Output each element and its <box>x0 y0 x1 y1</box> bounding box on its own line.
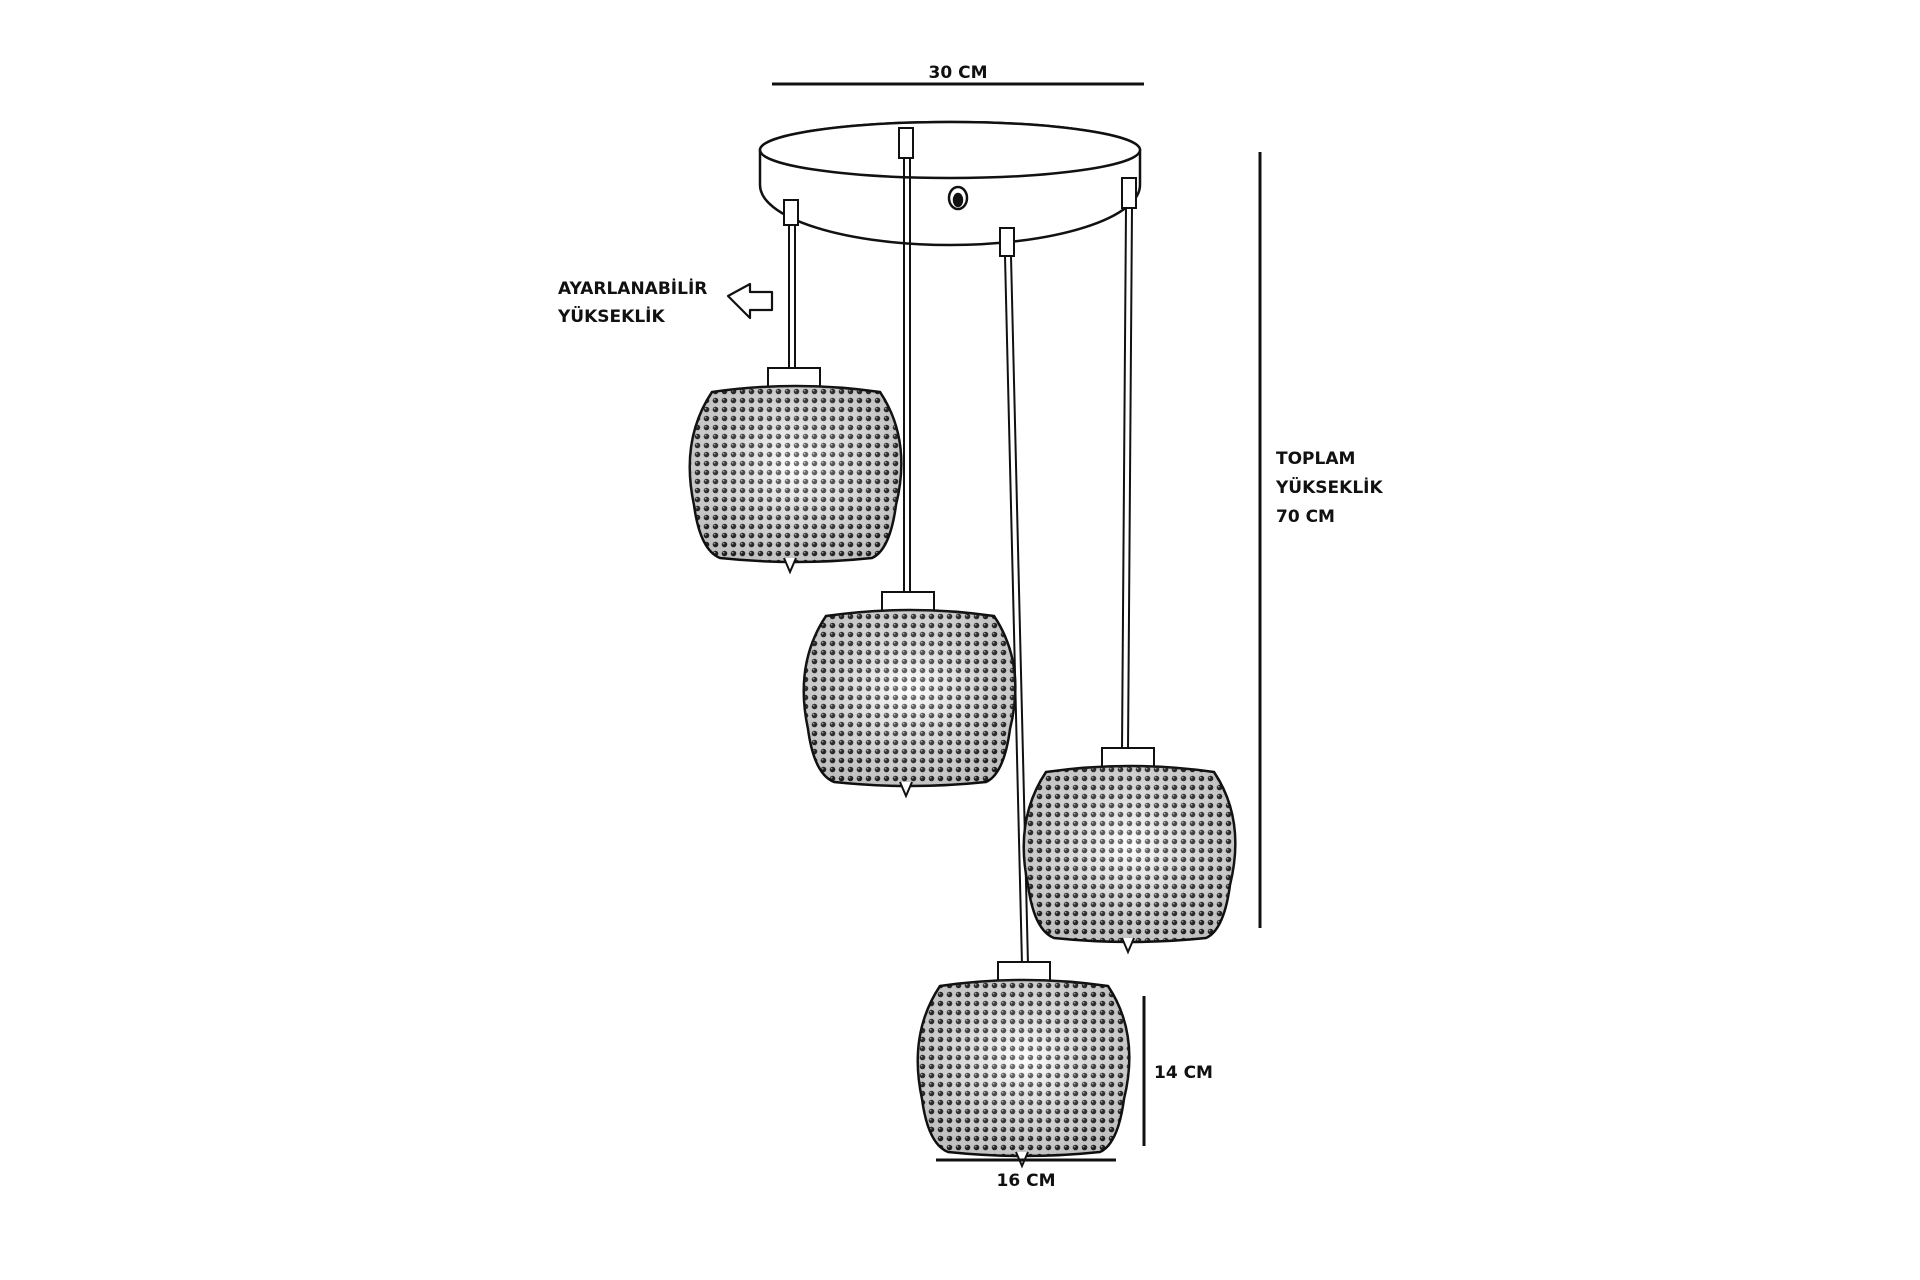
left-arrow-icon <box>726 282 774 320</box>
shade-height-label: 14 CM <box>1154 1063 1213 1083</box>
adjustable-label-line1: AYARLANABİLİR <box>558 277 707 299</box>
total-height-label-line1: TOPLAM <box>1276 449 1355 469</box>
total-height-label-line2: YÜKSEKLİK <box>1275 476 1383 498</box>
pendant-shade <box>802 591 1017 799</box>
canopy-width-dimension: 30 CM <box>772 63 1144 86</box>
total-height-label-line3: 70 CM <box>1276 507 1335 527</box>
adjustable-height-callout: AYARLANABİLİR YÜKSEKLİK <box>557 277 774 327</box>
shade-height-dimension: 14 CM <box>1142 996 1213 1146</box>
total-height-dimension: TOPLAM YÜKSEKLİK 70 CM <box>1258 152 1383 928</box>
pendant-shade <box>688 367 903 575</box>
shade-width-dimension: 16 CM <box>936 1158 1116 1191</box>
pendant-shade <box>1022 747 1237 955</box>
canopy-width-label: 30 CM <box>929 63 988 83</box>
ceiling-canopy <box>758 120 1142 247</box>
pendant-shade <box>916 961 1131 1169</box>
shade-width-label: 16 CM <box>997 1171 1056 1191</box>
adjustable-label-line2: YÜKSEKLİK <box>557 305 665 327</box>
suspension-cords <box>783 127 1137 966</box>
